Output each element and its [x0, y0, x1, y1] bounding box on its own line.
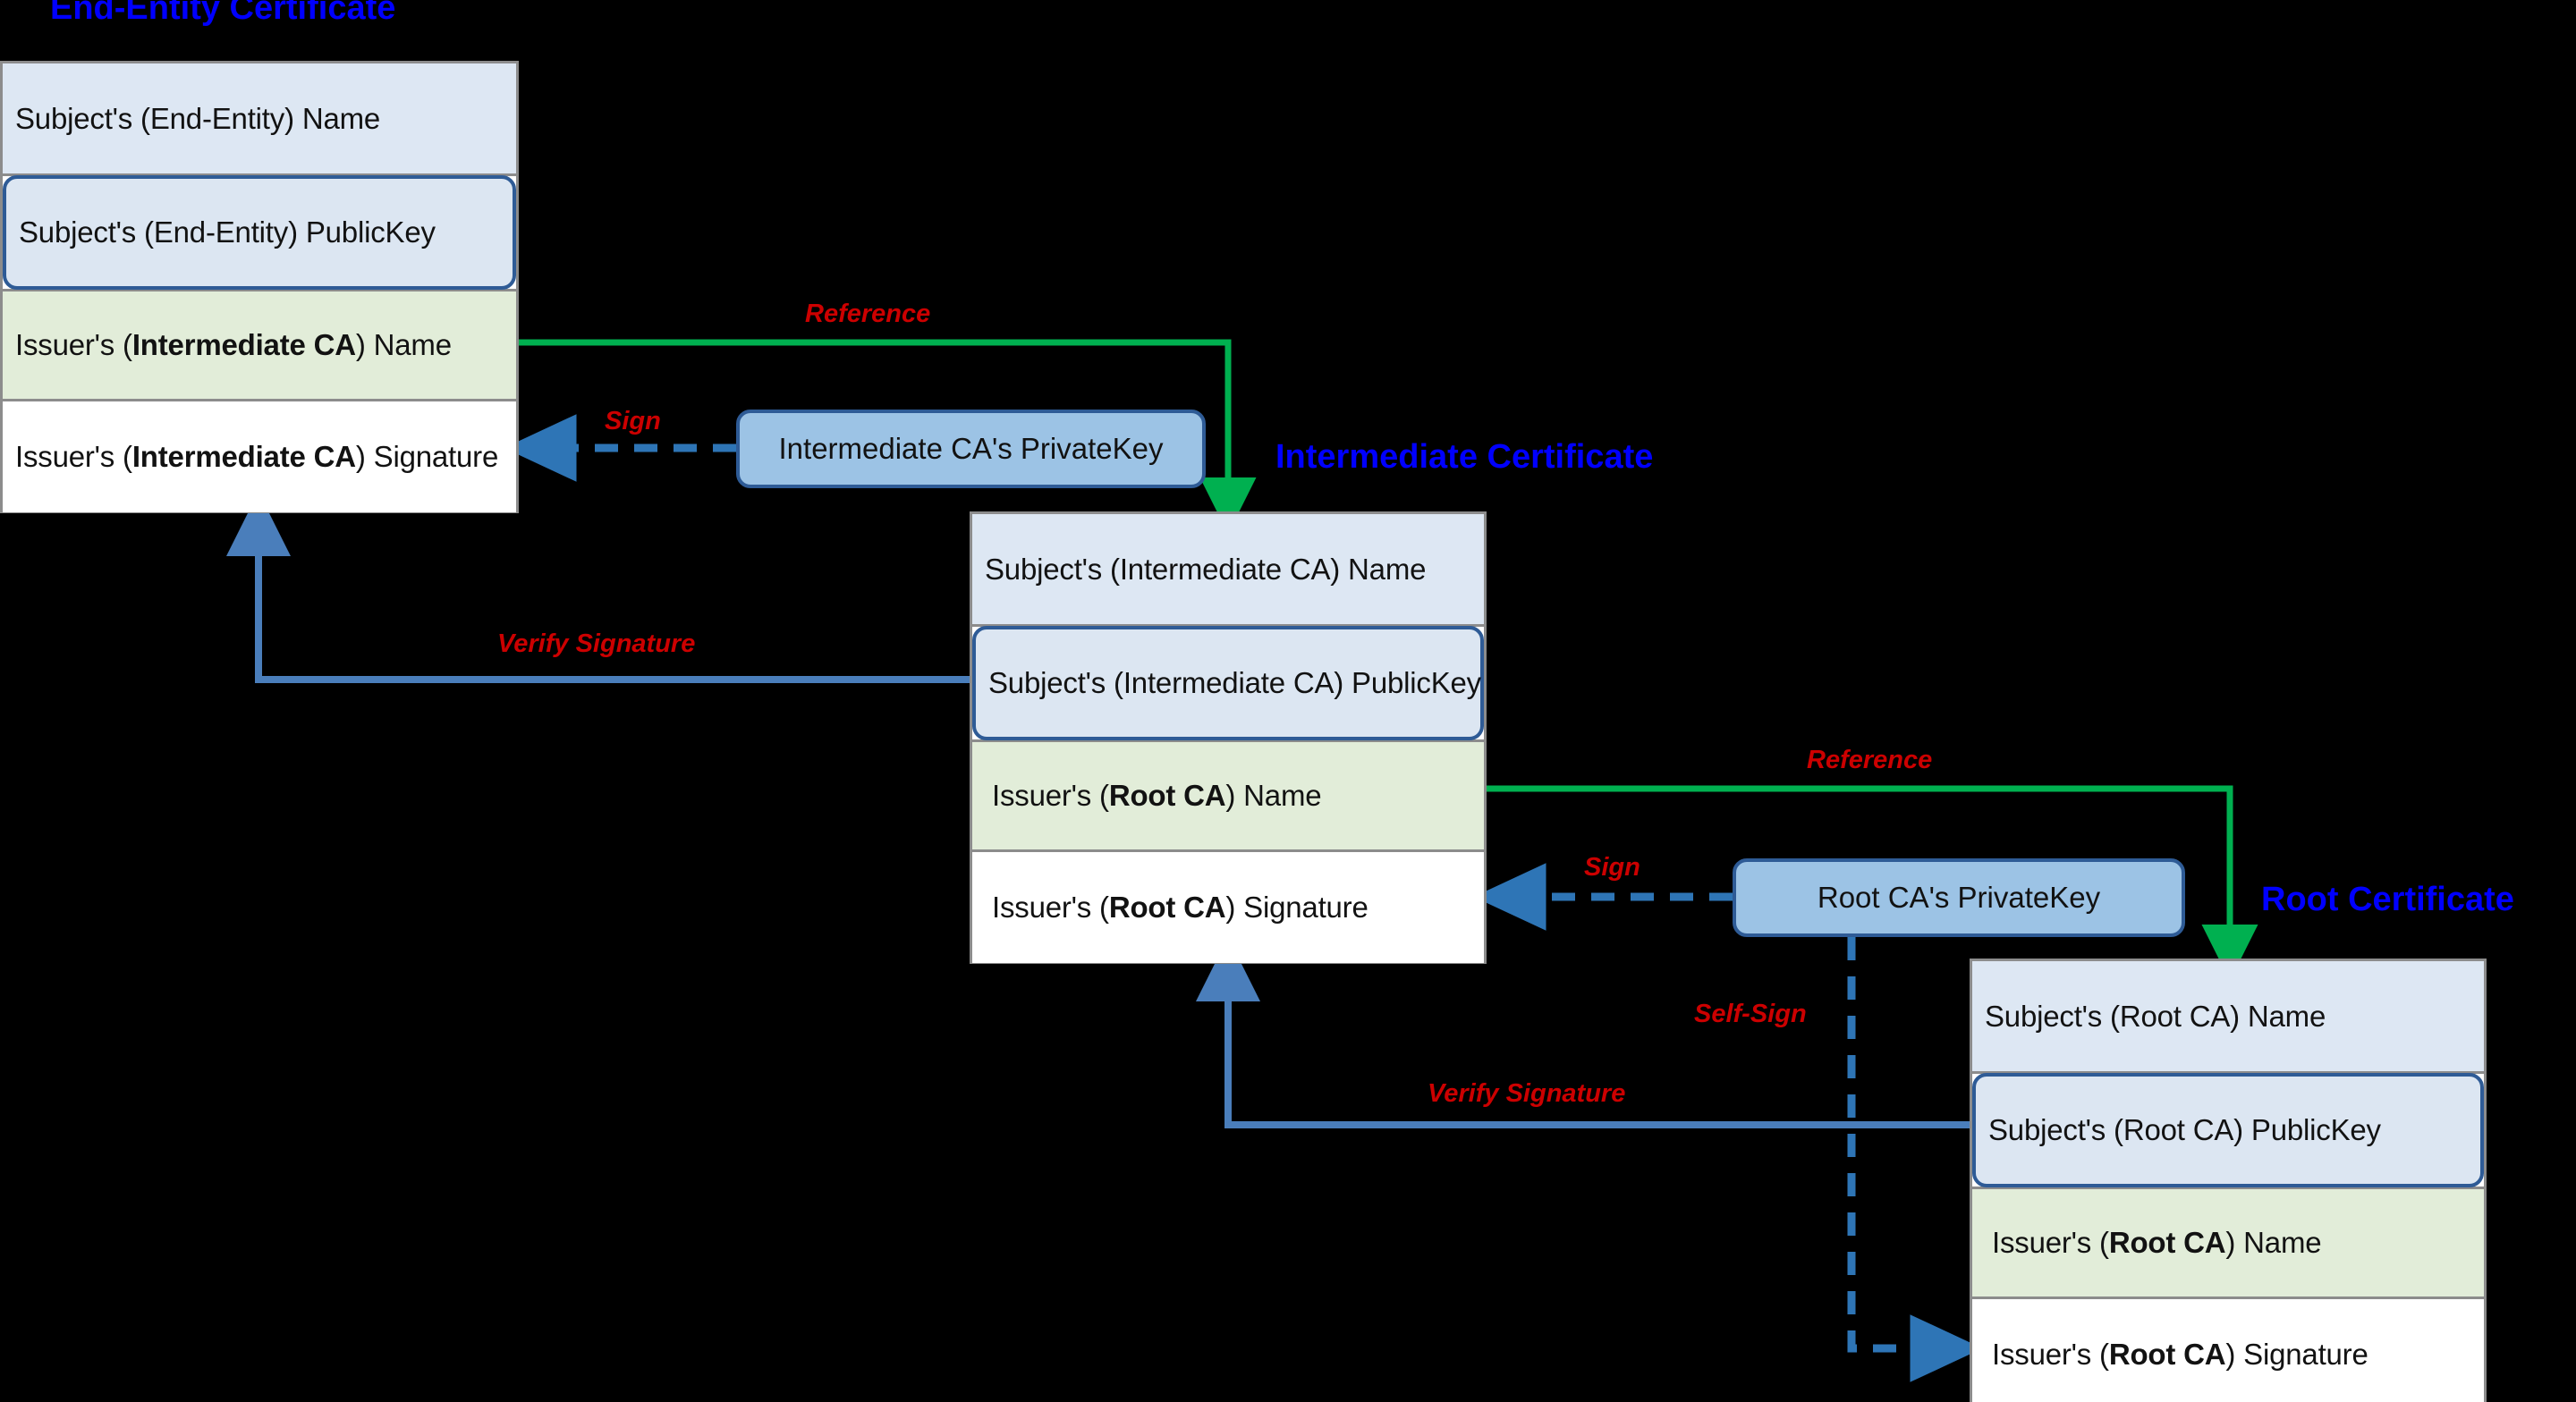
- label-self-sign: Self-Sign: [1694, 1000, 1807, 1028]
- issuer-signature-suffix: ) Signature: [355, 440, 499, 473]
- self-sign-edge: [1847, 937, 1983, 1382]
- label-sign-bottom: Sign: [1584, 853, 1640, 882]
- end-entity-issuer-signature-row: Issuer's (Intermediate CA) Signature: [3, 401, 516, 512]
- label-verify-signature-top: Verify Signature: [497, 629, 696, 658]
- intermediate-ca-privatekey-box: Intermediate CA's PrivateKey: [736, 410, 1206, 488]
- end-entity-subject-publickey-row: Subject's (End-Entity) PublicKey: [3, 175, 516, 290]
- issuer-name-prefix: Issuer's (: [992, 779, 1109, 812]
- issuer-name-suffix: ) Name: [2225, 1226, 2322, 1259]
- root-ca-privatekey-box: Root CA's PrivateKey: [1733, 858, 2185, 937]
- label-reference-bottom: Reference: [1807, 746, 1933, 774]
- end-entity-issuer-name-row: Issuer's (Intermediate CA) Name: [3, 289, 516, 401]
- root-issuer-name-row: Issuer's (Root CA) Name: [1972, 1187, 2484, 1299]
- issuer-signature-bold: Root CA: [2108, 1338, 2226, 1371]
- end-entity-subject-name-row: Subject's (End-Entity) Name: [3, 63, 516, 176]
- label-verify-signature-bottom: Verify Signature: [1428, 1079, 1626, 1108]
- label-reference-top: Reference: [805, 300, 931, 328]
- end-entity-certificate-table: Subject's (End-Entity) Name Subject's (E…: [0, 61, 519, 513]
- issuer-name-bold: Root CA: [1108, 779, 1226, 812]
- intermediate-subject-name-row: Subject's (Intermediate CA) Name: [972, 514, 1484, 627]
- intermediate-issuer-signature-row: Issuer's (Root CA) Signature: [972, 852, 1484, 963]
- issuer-signature-suffix: ) Signature: [1225, 891, 1368, 924]
- issuer-signature-suffix: ) Signature: [2225, 1338, 2368, 1371]
- issuer-signature-bold: Root CA: [1108, 891, 1226, 924]
- issuer-signature-bold: Intermediate CA: [131, 440, 356, 473]
- issuer-name-bold: Intermediate CA: [131, 328, 356, 361]
- root-subject-name-row: Subject's (Root CA) Name: [1972, 961, 2484, 1074]
- issuer-signature-prefix: Issuer's (: [992, 891, 1109, 924]
- issuer-name-prefix: Issuer's (: [1992, 1226, 2109, 1259]
- root-issuer-signature-row: Issuer's (Root CA) Signature: [1972, 1299, 2484, 1402]
- issuer-signature-prefix: Issuer's (: [15, 440, 132, 473]
- heading-root-certificate: Root Certificate: [2261, 881, 2514, 918]
- issuer-name-suffix: ) Name: [1225, 779, 1322, 812]
- issuer-name-prefix: Issuer's (: [15, 328, 132, 361]
- issuer-name-suffix: ) Name: [355, 328, 452, 361]
- issuer-signature-prefix: Issuer's (: [1992, 1338, 2109, 1371]
- intermediate-subject-publickey-row: Subject's (Intermediate CA) PublicKey: [972, 626, 1484, 740]
- label-sign-top: Sign: [605, 407, 661, 435]
- heading-end-entity-certificate: End-Entity Certificate: [50, 0, 396, 27]
- intermediate-issuer-name-row: Issuer's (Root CA) Name: [972, 739, 1484, 852]
- issuer-name-bold: Root CA: [2108, 1226, 2226, 1259]
- heading-intermediate-certificate: Intermediate Certificate: [1275, 438, 1654, 476]
- intermediate-certificate-table: Subject's (Intermediate CA) Name Subject…: [970, 511, 1487, 964]
- root-certificate-table: Subject's (Root CA) Name Subject's (Root…: [1970, 959, 2487, 1402]
- root-subject-publickey-row: Subject's (Root CA) PublicKey: [1972, 1073, 2484, 1187]
